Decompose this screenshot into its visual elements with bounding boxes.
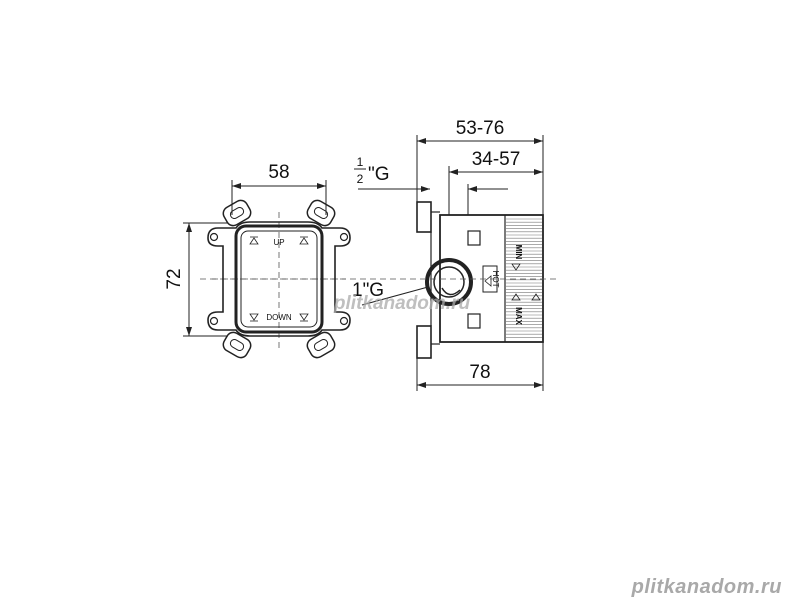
- thread-label-one-inch: 1"G: [352, 280, 429, 306]
- front-height-dimension: 72: [164, 222, 228, 337]
- center-watermark: plitkanadom.ru: [333, 293, 471, 314]
- footer-watermark: plitkanadom.ru: [631, 576, 782, 598]
- min-label: MIN: [514, 245, 523, 260]
- front-height-label: 72: [164, 268, 185, 289]
- front-view: 58 72: [164, 162, 360, 359]
- mounting-ear-bottom-left: [222, 331, 252, 359]
- max-label: MAX: [514, 307, 523, 325]
- svg-text:"G: "G: [368, 164, 390, 185]
- side-inner-range-label: 34-57: [472, 149, 521, 170]
- side-depth-label: 78: [469, 362, 490, 383]
- flange-top: [416, 201, 432, 233]
- side-depth-dimension: 78: [416, 342, 544, 391]
- side-total-range-label: 53-76: [456, 118, 505, 139]
- mounting-ear-top-left: [222, 199, 252, 227]
- thread-label-half-inch: 1 2 "G: [354, 155, 430, 192]
- svg-text:1: 1: [357, 155, 364, 169]
- mounting-ear-bottom-right: [306, 331, 336, 359]
- ribbed-sleeve: [506, 218, 542, 338]
- mounting-plate: [207, 221, 351, 337]
- valve-body-box: [234, 224, 324, 334]
- side-total-range-dimension: 53-76: [416, 118, 544, 215]
- svg-text:2: 2: [357, 172, 364, 186]
- outlet-port: [425, 258, 473, 306]
- mounting-ear-top-right: [306, 199, 336, 227]
- down-marker: DOWN: [249, 313, 309, 322]
- down-label: DOWN: [266, 313, 292, 322]
- flange-bottom: [416, 325, 432, 359]
- thread-one-inch-text: 1"G: [352, 280, 384, 301]
- side-body: [439, 214, 544, 343]
- front-width-label: 58: [268, 162, 289, 183]
- side-inner-range-dimension: 34-57: [448, 149, 543, 215]
- up-marker: UP: [249, 236, 309, 247]
- side-view: 53-76 34-57 78: [360, 118, 560, 391]
- up-label: UP: [273, 238, 284, 247]
- front-width-dimension: 58: [231, 162, 327, 215]
